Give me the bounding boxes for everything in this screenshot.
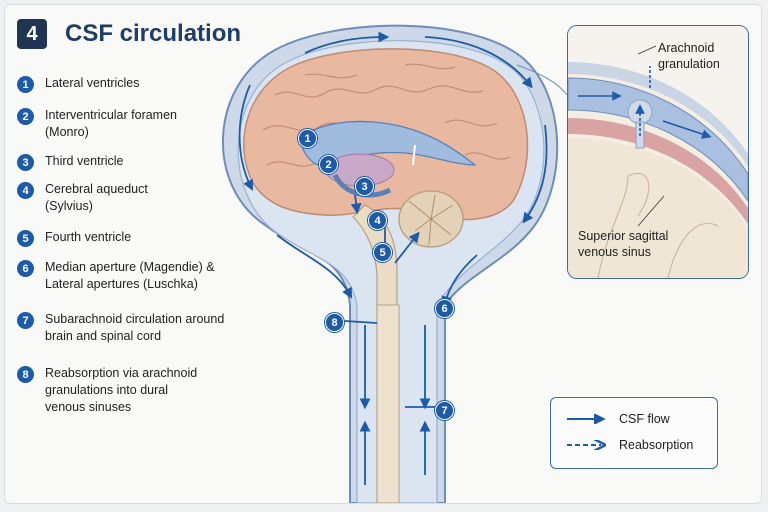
legend-row-reabsorption: Reabsorption	[565, 438, 693, 452]
marker-interventricular-foramen: 2	[319, 155, 338, 174]
superior-sagittal-sinus-label: Superior sagittal venous sinus	[578, 229, 669, 259]
inset-illustration	[568, 26, 748, 278]
page-title: CSF circulation	[65, 20, 242, 47]
arachnoid-granulation-label: Arachnoid granulation	[658, 41, 720, 71]
step-number: 5	[17, 230, 34, 247]
marker-third-ventricle: 3	[355, 177, 374, 196]
step-number: 4	[17, 182, 34, 199]
step-text: Lateral ventricles	[45, 76, 140, 90]
step-number: 1	[17, 76, 34, 93]
marker-subarachnoid: 7	[435, 401, 454, 420]
step-item: 7 Subarachnoid circulation around brain …	[17, 311, 225, 345]
step-item: 8 Reabsorption via arachnoid granulation…	[17, 365, 205, 416]
ventricle-highlight	[412, 144, 416, 166]
diagram-frame: 4 CSF circulation 1 Lateral ventricles 2…	[4, 4, 762, 504]
legend-row-flow: CSF flow	[565, 412, 670, 426]
step-text: Reabsorption via arachnoid granulations …	[45, 366, 198, 414]
gyri-lines	[597, 173, 719, 278]
dashed-arrow-icon	[567, 440, 609, 450]
step-text: Subarachnoid circulation around brain an…	[45, 312, 225, 343]
inset-flow-arrows	[578, 66, 712, 139]
marker-lateral-ventricle: 1	[298, 129, 317, 148]
step-item: 6 Median aperture (Magendie) & Lateral a…	[17, 259, 230, 293]
title-row: 4 CSF circulation	[17, 19, 241, 49]
section-number-badge: 4	[17, 19, 47, 49]
step-item: 5 Fourth ventricle	[17, 229, 235, 247]
inset-leader	[516, 64, 568, 96]
step-number: 7	[17, 312, 34, 329]
step-number: 6	[17, 260, 34, 277]
step-text: Third ventricle	[45, 154, 124, 168]
spinal-cord	[376, 304, 400, 503]
legend-reabsorption-label: Reabsorption	[619, 438, 694, 452]
cerebellar-folia	[408, 194, 454, 246]
marker-fourth-ventricle: 5	[373, 243, 392, 262]
solid-arrow-icon	[567, 414, 606, 424]
step-number: 3	[17, 154, 34, 171]
marker-cerebral-aqueduct: 4	[368, 211, 387, 230]
step-text: Cerebral aqueduct (Sylvius)	[45, 182, 148, 213]
marker-apertures: 6	[435, 299, 454, 318]
flow-legend: CSF flow Reabsorption	[550, 397, 718, 469]
step-item: 2 Interventricular foramen (Monro)	[17, 107, 195, 141]
step-text: Interventricular foramen (Monro)	[45, 108, 178, 139]
step-text: Median aperture (Magendie) & Lateral ape…	[45, 260, 215, 291]
step-text: Fourth ventricle	[45, 230, 132, 244]
step-number: 2	[17, 108, 34, 125]
marker-reabsorption: 8	[325, 313, 344, 332]
arachnoid-granulation-inset: Arachnoid granulation Superior sagittal …	[567, 25, 749, 279]
legend-flow-label: CSF flow	[619, 412, 670, 426]
step-item: 3 Third ventricle	[17, 153, 235, 171]
step-item: 4 Cerebral aqueduct (Sylvius)	[17, 181, 175, 215]
step-item: 1 Lateral ventricles	[17, 75, 235, 93]
step-number: 8	[17, 366, 34, 383]
